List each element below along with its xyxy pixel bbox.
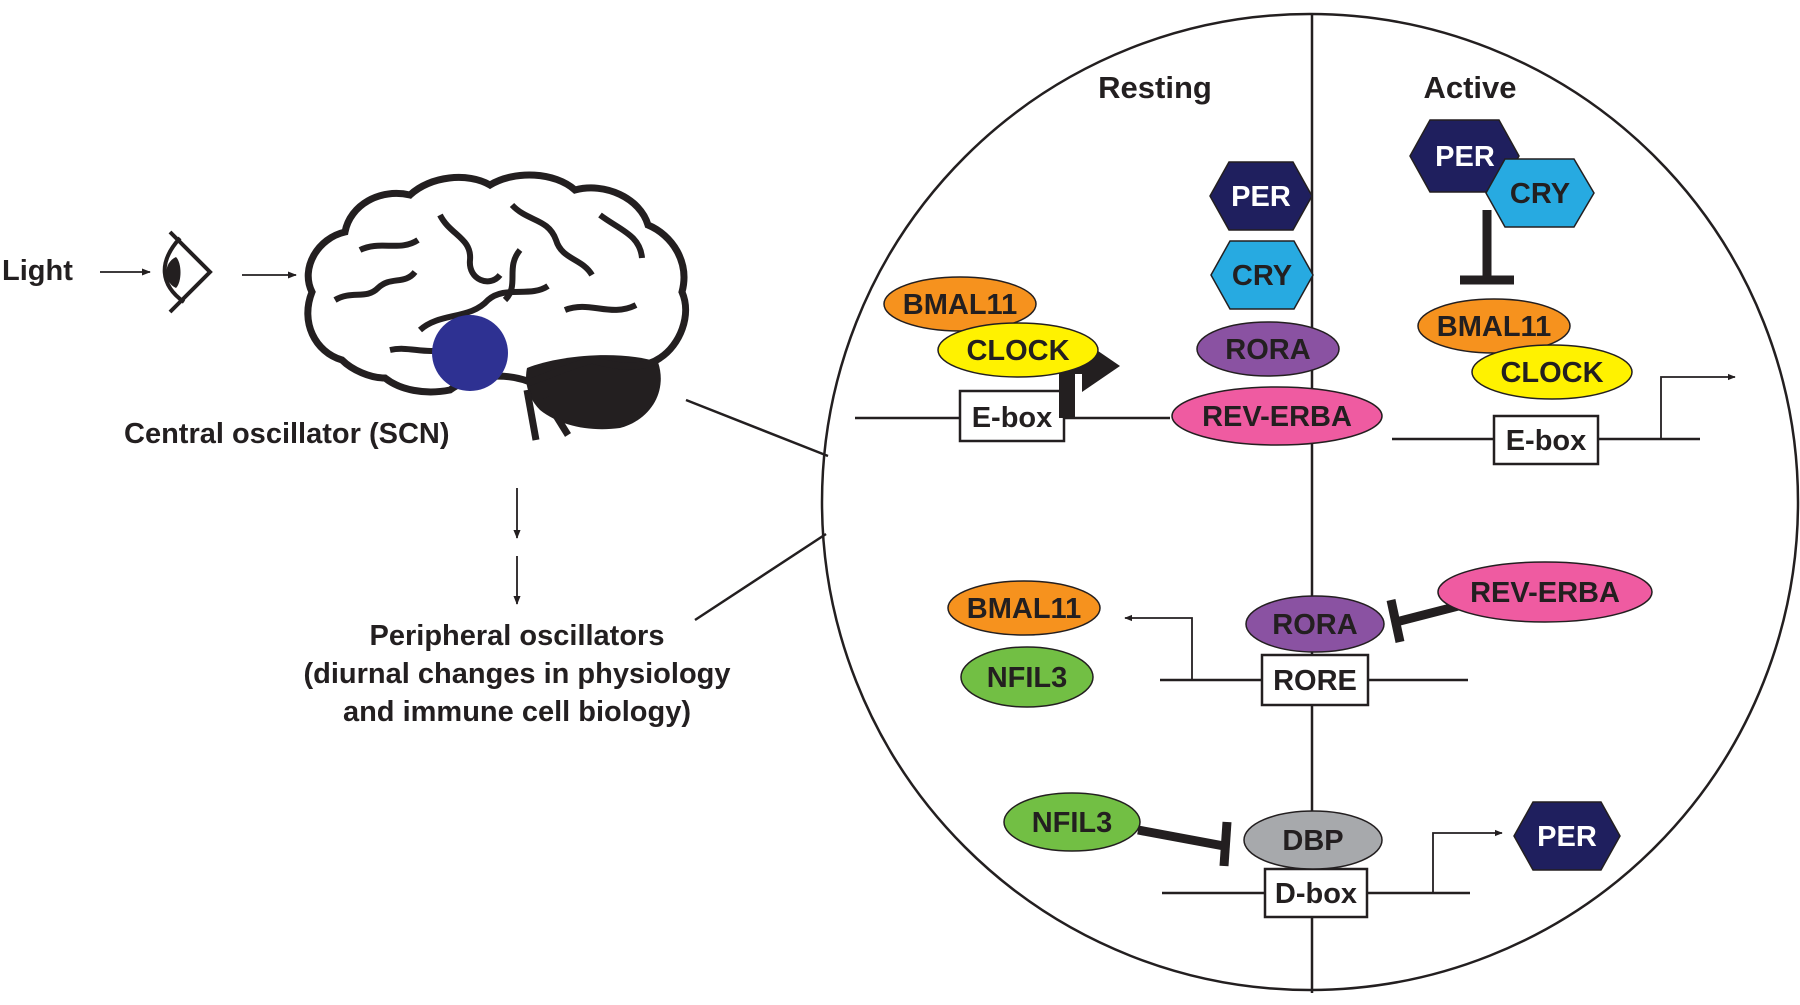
active-ebox-group: PER CRY BMAL11 CLOCK E-box <box>1392 119 1736 466</box>
resting-ebox-group: E-box BMAL11 CLOCK PER CRY RORA REV-ERBA <box>855 161 1383 446</box>
dbox-box-label: D-box <box>1275 878 1357 910</box>
active-per <box>1409 119 1520 193</box>
peripheral-label: Peripheral oscillators (diurnal changes … <box>304 620 731 728</box>
dbox-box <box>1263 867 1369 919</box>
rore-box-label: RORE <box>1273 665 1357 697</box>
dbox-small-arrow <box>1432 829 1503 893</box>
rore-bmal1 <box>947 580 1101 636</box>
dbox-inhibition-line <box>1137 825 1225 851</box>
scn-dot <box>432 315 508 391</box>
dbox-nfil3-label: NFIL3 <box>1032 807 1113 839</box>
rore-nfil3-label: NFIL3 <box>987 662 1068 694</box>
rore-rora-label: RORA <box>1272 609 1357 641</box>
light-input: Light <box>2 230 297 314</box>
zoom-line-bottom <box>694 532 827 622</box>
active-ebox <box>1492 414 1600 466</box>
active-bmal1-label: BMAL11 <box>1437 311 1551 343</box>
dbox-group: D-box NFIL3 DBP PER <box>1003 792 1621 919</box>
peripheral-line-2: (diurnal changes in physiology <box>304 658 731 690</box>
eye-icon <box>162 230 213 314</box>
dbox-inhibition-bar <box>1219 821 1232 867</box>
rore-nfil3 <box>960 646 1094 708</box>
dbox-dbp-label: DBP <box>1282 825 1343 857</box>
resting-rora-label: RORA <box>1225 334 1310 366</box>
scn-label: Central oscillator (SCN) <box>124 418 450 450</box>
resting-per <box>1209 161 1313 231</box>
zoom-line-top <box>685 398 829 458</box>
active-ebox-label: E-box <box>1506 425 1587 457</box>
rore-box <box>1260 653 1370 707</box>
dbox-dbp <box>1243 810 1383 870</box>
resting-label: Resting <box>1098 70 1212 105</box>
peripheral-line-1: Peripheral oscillators <box>370 620 665 652</box>
resting-rora <box>1196 321 1340 377</box>
rore-rora <box>1245 595 1385 653</box>
resting-bmal1-label: BMAL11 <box>903 289 1017 321</box>
active-small-arrow <box>1660 373 1736 439</box>
resting-clock-label: CLOCK <box>966 335 1069 367</box>
active-clock-label: CLOCK <box>1500 357 1603 389</box>
resting-cry-label: CRY <box>1232 260 1292 292</box>
rore-small-arrow <box>1124 614 1193 680</box>
rore-reverba <box>1437 561 1653 623</box>
active-cry-label: CRY <box>1510 178 1570 210</box>
rore-inhibition-bar <box>1386 599 1405 643</box>
resting-cry <box>1210 240 1314 310</box>
light-label: Light <box>2 255 73 287</box>
active-clock <box>1471 344 1633 400</box>
active-label: Active <box>1423 70 1516 105</box>
dbox-per <box>1513 801 1621 871</box>
brain-icon <box>304 171 689 441</box>
dbox-nfil3 <box>1003 792 1141 852</box>
rore-reverba-label: REV-ERBA <box>1470 577 1620 609</box>
rore-bmal1-label: BMAL11 <box>967 593 1081 625</box>
rore-group: RORE BMAL11 NFIL3 RORA REV-ERBA <box>947 561 1653 708</box>
active-per-label: PER <box>1435 141 1495 173</box>
cell-circle <box>820 12 1800 992</box>
resting-reverba <box>1171 386 1383 446</box>
dbox-per-label: PER <box>1537 821 1597 853</box>
peripheral-line-3: and immune cell biology) <box>343 696 691 728</box>
resting-ebox-label: E-box <box>972 402 1053 434</box>
resting-per-label: PER <box>1231 181 1291 213</box>
resting-clock <box>937 322 1099 378</box>
resting-reverba-label: REV-ERBA <box>1202 401 1352 433</box>
active-cry <box>1485 158 1595 228</box>
